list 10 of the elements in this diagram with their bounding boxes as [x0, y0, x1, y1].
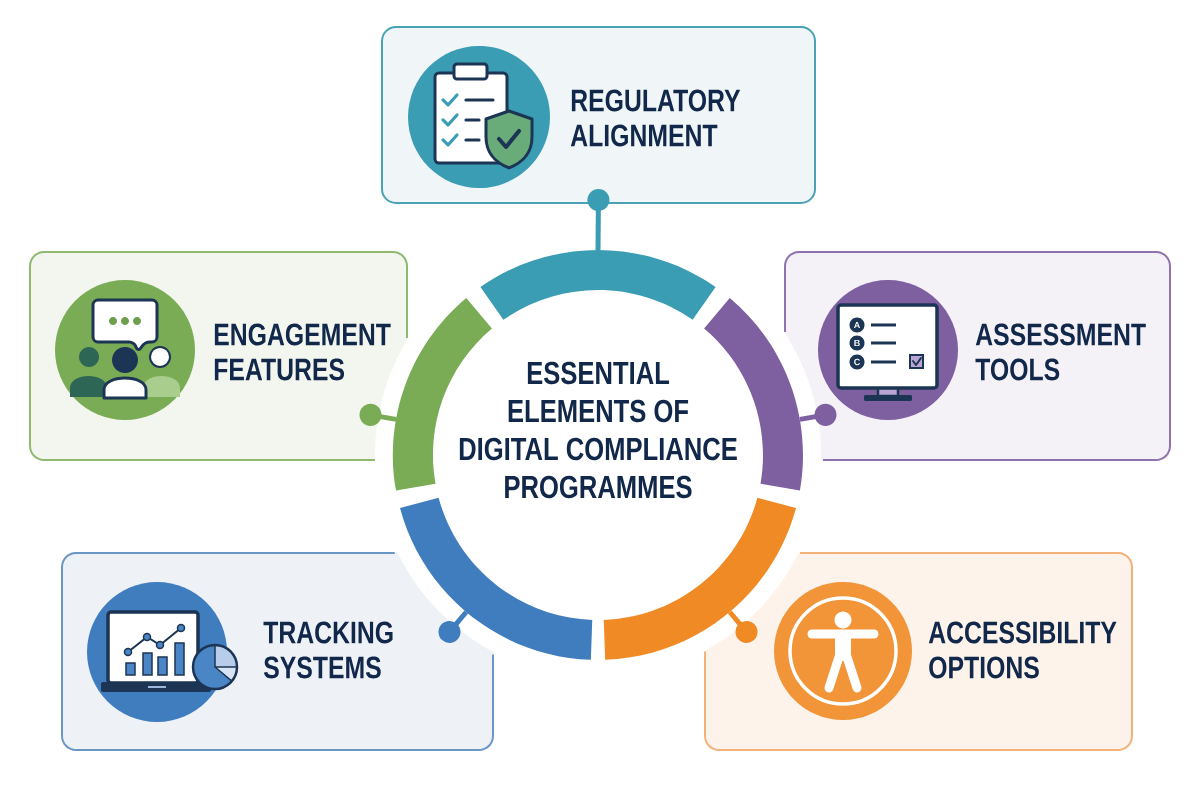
option-letter: C — [849, 354, 865, 370]
connector — [799, 403, 837, 426]
option-letter: B — [849, 335, 865, 351]
connector — [727, 610, 758, 643]
connector — [438, 610, 469, 643]
connector — [587, 189, 610, 250]
connector — [359, 403, 397, 426]
option-letter: A — [849, 317, 865, 333]
node-label: ESSENTIAL ELEMENTS OF DIGITAL COMPLIANCE PROGRAMMES — [459, 361, 737, 499]
segmented-ring: ESSENTIAL ELEMENTS OF DIGITAL COMPLIANCE PROGRAMMES — [393, 250, 803, 660]
